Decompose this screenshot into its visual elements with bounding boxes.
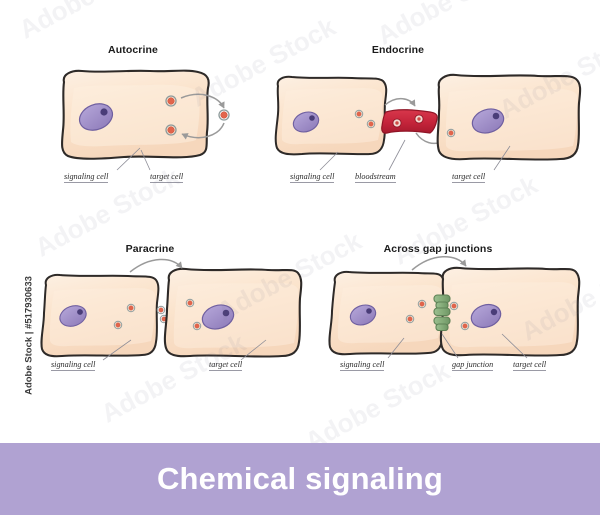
paracrine-molecule-gap-1 xyxy=(156,305,166,315)
label-gapjunction-target-cell: target cell xyxy=(513,360,547,372)
panel-paracrine-artwork xyxy=(40,258,303,361)
title-banner xyxy=(0,443,600,515)
panel-title-autocrine: Autocrine xyxy=(108,44,158,56)
paracrine-signaling-nucleus xyxy=(59,305,87,327)
panel-endocrine-artwork xyxy=(274,73,582,171)
label-endocrine-signaling-cell: signaling cell xyxy=(290,172,335,184)
paracrine-target-nucleus xyxy=(201,304,235,330)
autocrine-molecule-2 xyxy=(165,124,177,136)
gap-junction-structure xyxy=(433,294,451,332)
panel-title-paracrine: Paracrine xyxy=(125,243,175,255)
gapjunction-target-nucleus xyxy=(470,303,502,329)
endocrine-target-nucleus xyxy=(471,108,505,134)
label-endocrine-bloodstream: bloodstream xyxy=(355,172,396,184)
panel-title-gap-junctions: Across gap junctions xyxy=(383,243,493,255)
autocrine-nucleus xyxy=(78,103,114,131)
label-gapjunction-gap-junction: gap junction xyxy=(452,360,494,372)
label-paracrine-signaling-cell: signaling cell xyxy=(51,360,96,372)
autocrine-molecule-external xyxy=(218,109,230,121)
endocrine-signaling-nucleus xyxy=(292,111,320,133)
panel-gap-junctions-artwork xyxy=(328,255,581,359)
endocrine-bloodstream-vessel xyxy=(381,109,438,134)
panel-title-endocrine: Endocrine xyxy=(371,44,425,56)
gapjunction-signaling-nucleus xyxy=(349,304,377,326)
panel-autocrine-artwork xyxy=(60,69,230,171)
label-gapjunction-signaling-cell: signaling cell xyxy=(340,360,385,372)
label-paracrine-target-cell: target cell xyxy=(209,360,243,372)
autocrine-molecule-1 xyxy=(165,95,177,107)
stock-credit-watermark: Adobe Stock | #517930633 xyxy=(23,276,35,395)
label-endocrine-target-cell: target cell xyxy=(452,172,486,184)
banner-title-text: Chemical signaling xyxy=(156,461,444,496)
label-autocrine-signaling-cell: signaling cell xyxy=(64,172,109,184)
label-autocrine-target-cell: target cell xyxy=(150,172,184,184)
